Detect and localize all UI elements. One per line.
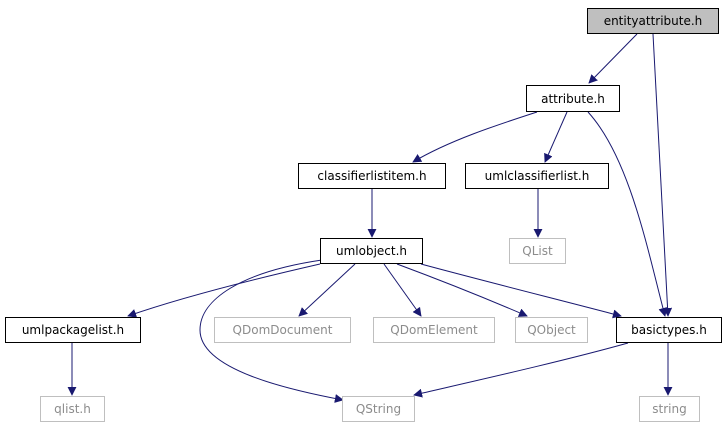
node-entityattribute-h[interactable]: entityattribute.h <box>587 8 719 34</box>
edge-attribute-to-umlclassifierlist <box>544 111 568 163</box>
edge-umlobject-to-qstring <box>199 259 344 403</box>
edge-attribute-to-basictypes <box>587 111 668 317</box>
edge-umlobject-to-qobject <box>396 263 528 317</box>
node-qstring[interactable]: QString <box>342 396 415 422</box>
node-umlclassifierlist-h[interactable]: umlclassifierlist.h <box>465 163 609 189</box>
edge-basictypes-to-qstring <box>413 342 629 398</box>
node-classifierlistitem-h[interactable]: classifierlistitem.h <box>298 163 446 189</box>
node-string[interactable]: string <box>639 396 700 422</box>
node-attribute-h[interactable]: attribute.h <box>526 85 620 112</box>
edge-umlobject-to-qdomdocument <box>298 263 356 317</box>
node-qdomelement[interactable]: QDomElement <box>373 317 495 343</box>
edge-entityattribute-to-attribute <box>588 33 638 84</box>
node-qlist-h[interactable]: qlist.h <box>40 396 105 422</box>
edge-attribute-to-classifierlistitem <box>412 111 538 163</box>
node-qobject[interactable]: QObject <box>515 317 588 343</box>
edge-umlobject-to-basictypes <box>420 263 622 319</box>
node-qdomdocument[interactable]: QDomDocument <box>214 317 351 343</box>
node-umlobject-h[interactable]: umlobject.h <box>320 238 423 264</box>
node-basictypes-h[interactable]: basictypes.h <box>616 317 722 343</box>
edge-umlobject-to-qdomelement <box>383 263 422 317</box>
edge-umlobject-to-umlpackagelist <box>127 263 321 318</box>
node-qlist-class[interactable]: QList <box>509 238 566 264</box>
edge-entityattribute-to-basictypes <box>652 33 673 317</box>
node-umlpackagelist-h[interactable]: umlpackagelist.h <box>5 317 141 343</box>
